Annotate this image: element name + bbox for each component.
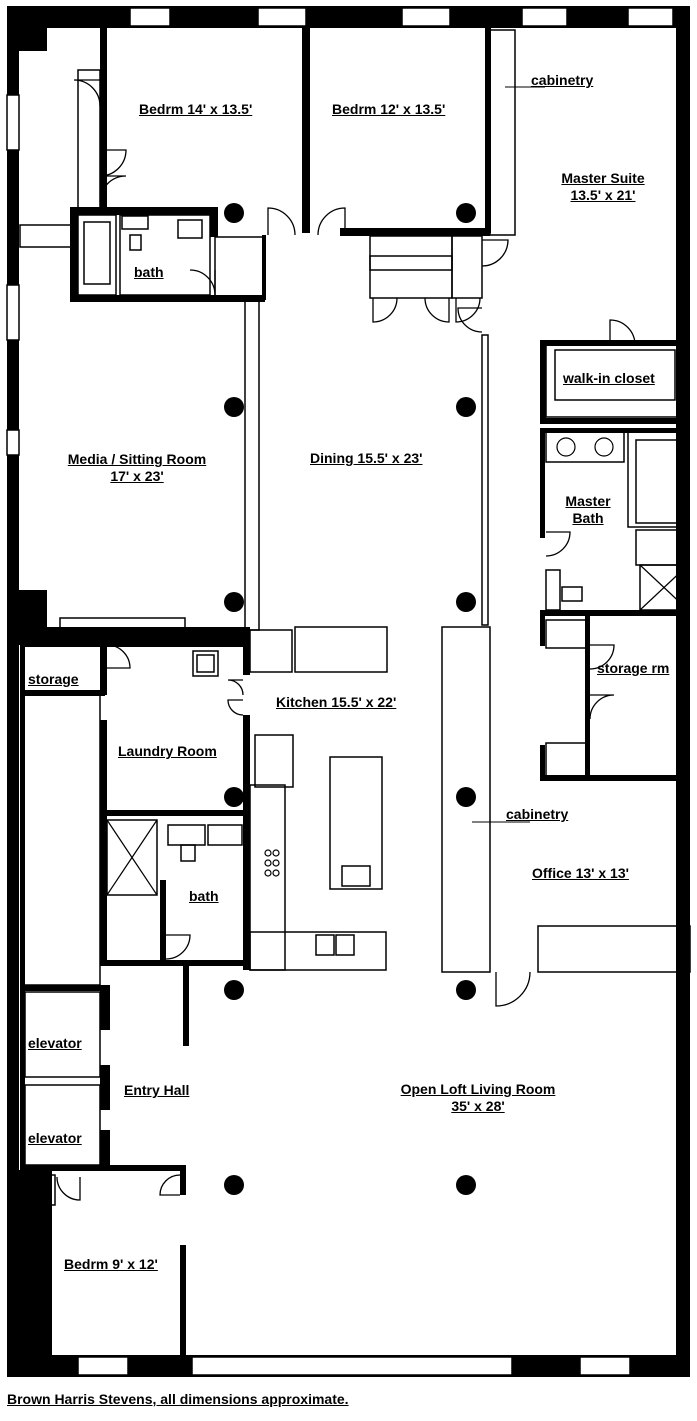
room-label-kitchen: Kitchen 15.5' x 22' — [276, 694, 397, 710]
room-label-dining: Dining 15.5' x 23' — [310, 450, 423, 466]
structural-columns — [224, 203, 476, 1195]
door-swings — [56, 79, 636, 1201]
leader-lines — [472, 86, 545, 823]
room-label-storage: storage — [28, 671, 79, 687]
exterior-walls — [7, 6, 690, 1377]
room-label-bath-lower: bath — [189, 888, 219, 904]
room-label-master-suite: Master Suite 13.5' x 21' — [548, 170, 658, 204]
master-suite-size: 13.5' x 21' — [570, 187, 636, 203]
cabinetry-label-top: cabinetry — [531, 72, 594, 88]
windows — [6, 7, 674, 1376]
room-label-storage-rm: storage rm — [597, 660, 670, 676]
room-label-bedroom-2: Bedrm 12' x 13.5' — [332, 101, 446, 117]
shower-stalls — [106, 564, 689, 896]
living-room-size: 35' x 28' — [451, 1098, 505, 1114]
credit-note: Brown Harris Stevens, all dimensions app… — [7, 1391, 349, 1407]
room-label-entry-hall: Entry Hall — [124, 1082, 190, 1098]
partitions — [19, 29, 691, 1206]
room-label-media-room: Media / Sitting Room 17' x 23' — [52, 451, 222, 485]
master-bath-line-2: Bath — [572, 510, 604, 526]
room-label-walk-in-closet: walk-in closet — [563, 370, 655, 386]
living-room-name: Open Loft Living Room — [400, 1081, 556, 1097]
media-room-size: 17' x 23' — [110, 468, 164, 484]
master-bath-line-1: Master — [565, 493, 611, 509]
room-label-office: Office 13' x 13' — [532, 865, 629, 881]
room-label-laundry: Laundry Room — [118, 743, 217, 759]
room-label-bath-upper: bath — [134, 264, 164, 280]
room-label-living-room: Open Loft Living Room 35' x 28' — [383, 1081, 573, 1115]
room-label-elevator-2: elevator — [28, 1130, 82, 1146]
cabinetry-label-office: cabinetry — [506, 806, 569, 822]
room-label-bedroom-3: Bedrm 9' x 12' — [64, 1256, 158, 1272]
room-label-bedroom-1: Bedrm 14' x 13.5' — [139, 101, 253, 117]
master-suite-name: Master Suite — [561, 170, 645, 186]
room-label-master-bath: Master Bath — [558, 493, 618, 527]
room-label-elevator-1: elevator — [28, 1035, 82, 1051]
interior-walls — [20, 28, 690, 1357]
media-room-name: Media / Sitting Room — [67, 451, 207, 467]
sinks — [264, 437, 614, 877]
